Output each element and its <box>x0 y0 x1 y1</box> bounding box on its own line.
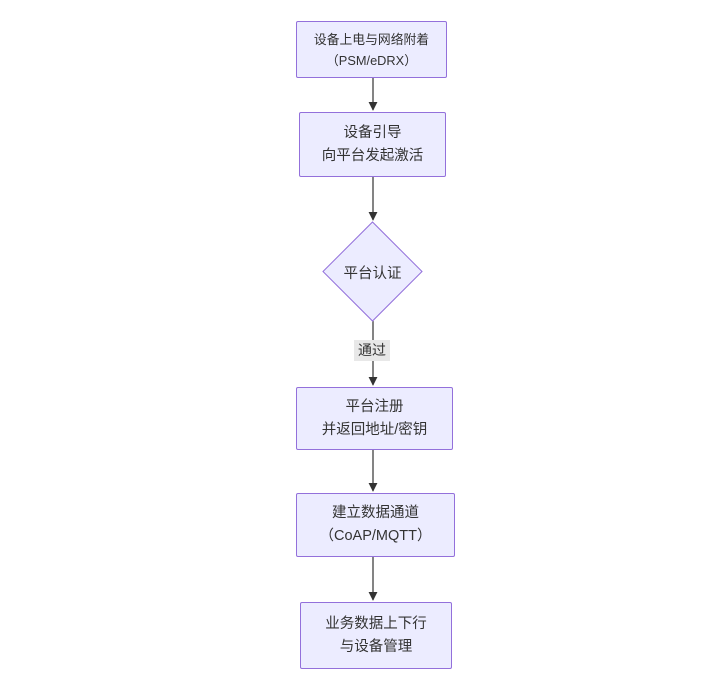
node-label-line: 向平台发起激活 <box>321 147 424 164</box>
node-label-line: 设备引导 <box>343 124 402 141</box>
node-power-attach: 设备上电与网络附着 （PSM/eDRX） <box>296 21 447 78</box>
node-label-line: 业务数据上下行 <box>325 615 427 632</box>
node-label-line: 设备上电与网络附着 <box>313 31 430 47</box>
node-platform-register: 平台注册 并返回地址/密钥 <box>296 387 453 450</box>
node-label-line: 平台认证 <box>343 265 402 282</box>
node-platform-auth: 平台认证 <box>322 221 423 322</box>
node-bootstrap: 设备引导 向平台发起激活 <box>299 112 446 177</box>
node-business-data: 业务数据上下行 与设备管理 <box>300 602 452 669</box>
node-label-line: 并返回地址/密钥 <box>321 421 428 438</box>
node-label-line: 建立数据通道 <box>332 505 419 521</box>
node-label-line: 与设备管理 <box>339 638 413 655</box>
node-label-line: （PSM/eDRX） <box>325 52 417 68</box>
node-label-line: （CoAP/MQTT） <box>319 528 432 544</box>
edge-label-pass: 通过 <box>354 340 390 361</box>
node-label-line: 平台注册 <box>345 398 404 415</box>
node-data-channel: 建立数据通道 （CoAP/MQTT） <box>296 493 455 557</box>
